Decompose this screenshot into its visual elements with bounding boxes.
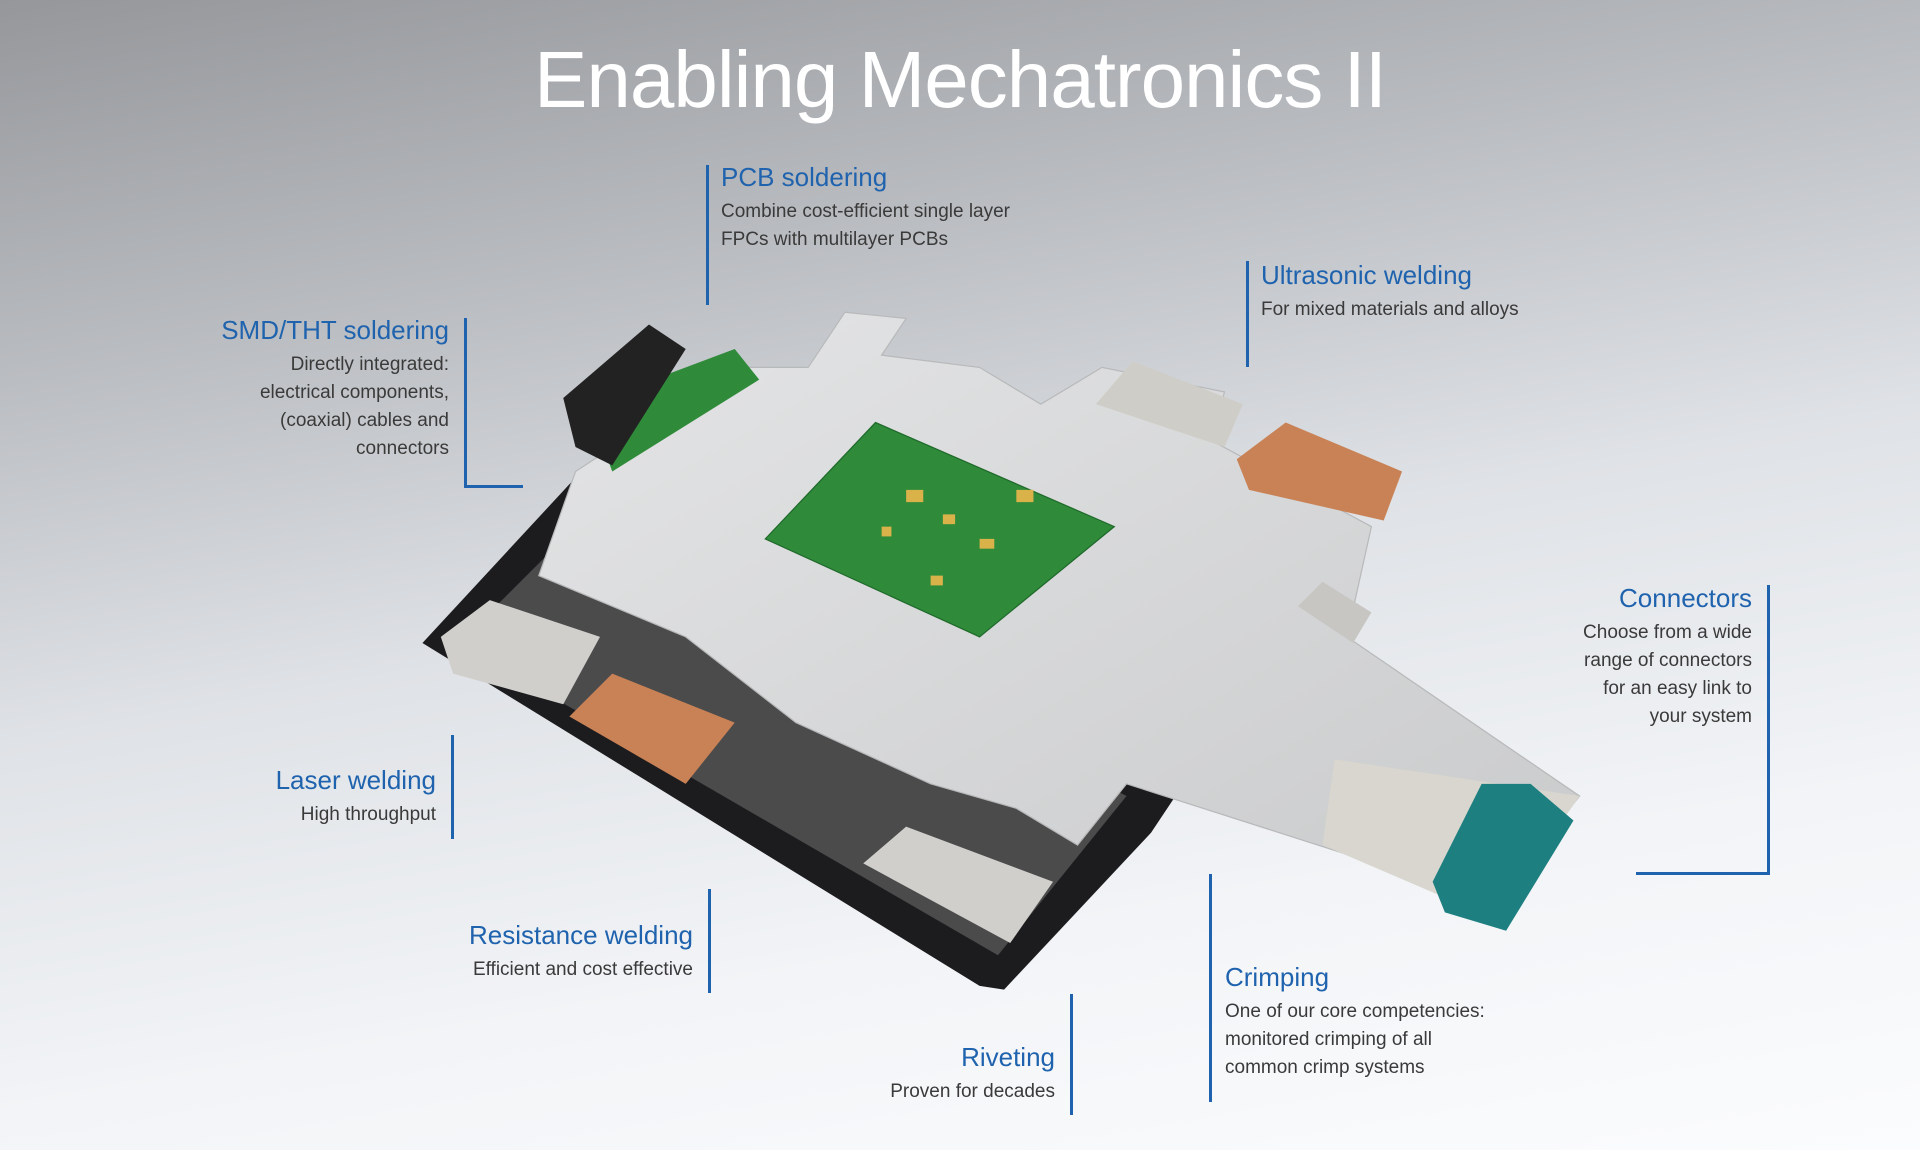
callout-crimping: Crimping One of our core competencies: m… <box>1225 961 1485 1082</box>
page-title: Enabling Mechatronics II <box>533 35 1387 124</box>
callout-line <box>464 318 467 488</box>
callout-line <box>1246 261 1249 367</box>
body-line: (coaxial) cables and <box>280 410 449 431</box>
callout-line <box>1070 994 1073 1115</box>
body-line: One of our core competencies: <box>1225 1001 1485 1022</box>
callout-body: For mixed materials and alloys <box>1261 296 1519 324</box>
body-line: High throughput <box>300 804 436 825</box>
smd-connector-board <box>563 324 760 472</box>
callout-heading: Resistance welding <box>468 920 693 950</box>
callout-body: High throughput <box>276 801 436 829</box>
callout-heading: Connectors <box>1619 583 1752 613</box>
body-line: common crimp systems <box>1225 1057 1425 1078</box>
callout-line <box>451 735 454 839</box>
callout-ultrasonic-welding: Ultrasonic welding For mixed materials a… <box>1261 259 1519 324</box>
callout-line <box>464 485 523 488</box>
body-line: connectors <box>356 438 449 459</box>
callout-line <box>1767 585 1770 875</box>
body-line: FPCs with multilayer PCBs <box>721 229 948 250</box>
callout-body: Efficient and cost effective <box>469 956 693 984</box>
callout-line <box>706 165 709 305</box>
body-line: Proven for decades <box>890 1081 1055 1102</box>
callout-connectors: Connectors Choose from a wide range of c… <box>1583 582 1752 731</box>
callout-heading: SMD/THT soldering <box>221 315 449 345</box>
body-line: Choose from a wide <box>1583 622 1752 643</box>
body-line: Combine cost-efficient single layer <box>721 201 1011 222</box>
body-line: electrical components, <box>259 382 449 403</box>
callout-body: Proven for decades <box>890 1078 1055 1106</box>
callout-heading: PCB soldering <box>721 162 888 192</box>
body-line: for an easy link to <box>1603 678 1752 699</box>
callout-resistance-welding: Resistance welding Efficient and cost ef… <box>469 919 693 984</box>
callout-line <box>708 889 711 993</box>
body-line: monitored crimping of all <box>1225 1029 1432 1050</box>
teal-connector <box>1432 783 1574 931</box>
callout-smd-tht-soldering: SMD/THT soldering Directly integrated: e… <box>221 314 449 463</box>
callout-line <box>1636 872 1770 875</box>
busbar-tabs <box>440 361 1403 944</box>
callout-pcb-soldering: PCB soldering Combine cost-efficient sin… <box>721 161 1010 254</box>
callout-body: Directly integrated: electrical componen… <box>221 351 449 463</box>
body-line: Efficient and cost effective <box>472 959 693 980</box>
callout-heading: Laser welding <box>275 765 436 795</box>
callout-line <box>1209 874 1212 1102</box>
body-line: your system <box>1649 706 1752 727</box>
callout-heading: Ultrasonic welding <box>1261 260 1472 290</box>
callout-body: Choose from a wide range of connectors f… <box>1583 619 1752 731</box>
pcb-board <box>764 421 1116 638</box>
callout-riveting: Riveting Proven for decades <box>890 1041 1055 1106</box>
callout-heading: Riveting <box>961 1042 1055 1072</box>
callout-heading: Crimping <box>1225 962 1330 992</box>
callout-laser-welding: Laser welding High throughput <box>276 764 436 829</box>
callout-body: One of our core competencies: monitored … <box>1225 998 1485 1082</box>
body-line: For mixed materials and alloys <box>1261 299 1519 320</box>
body-line: range of connectors <box>1584 650 1752 671</box>
body-line: Directly integrated: <box>290 354 449 375</box>
callout-body: Combine cost-efficient single layer FPCs… <box>721 198 1010 254</box>
